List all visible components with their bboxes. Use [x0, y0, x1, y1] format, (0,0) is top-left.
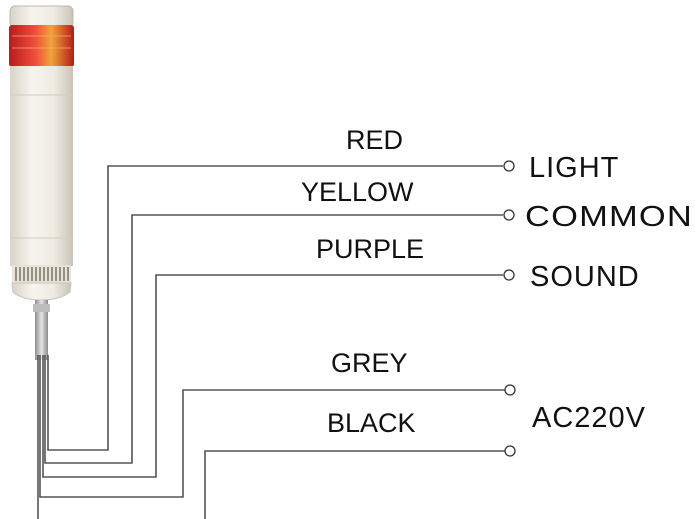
terminals	[503, 160, 516, 457]
tower-base	[11, 282, 72, 301]
terminal-ac-1	[504, 384, 516, 396]
terminal-label-common: COMMON	[525, 201, 693, 233]
terminal-sound	[503, 269, 515, 281]
buzzer-grille	[12, 265, 71, 283]
mounting-pole	[35, 300, 48, 360]
wires	[37, 165, 505, 519]
wire-label-grey: GREY	[331, 348, 408, 378]
wire-purple	[42, 274, 503, 478]
pole-collar	[33, 304, 50, 312]
power-label: AC220V	[532, 402, 646, 434]
wire-label-purple: PURPLE	[316, 234, 424, 264]
red-lens	[9, 25, 74, 67]
tower-cap	[9, 5, 74, 29]
wire-red	[47, 165, 503, 451]
wire-black	[204, 450, 505, 519]
terminal-light	[503, 160, 515, 172]
tower-light	[9, 5, 74, 360]
wire-grey	[39, 355, 505, 498]
terminal-label-sound: SOUND	[530, 261, 640, 293]
wire-label-black: BLACK	[327, 408, 416, 438]
tower-body	[10, 66, 73, 266]
wire-label-red: RED	[346, 125, 403, 155]
terminal-ac-2	[504, 445, 516, 457]
wire-label-yellow: YELLOW	[301, 177, 414, 207]
terminal-label-light: LIGHT	[529, 152, 619, 184]
wire-yellow	[44, 214, 503, 464]
terminal-common	[503, 209, 515, 221]
